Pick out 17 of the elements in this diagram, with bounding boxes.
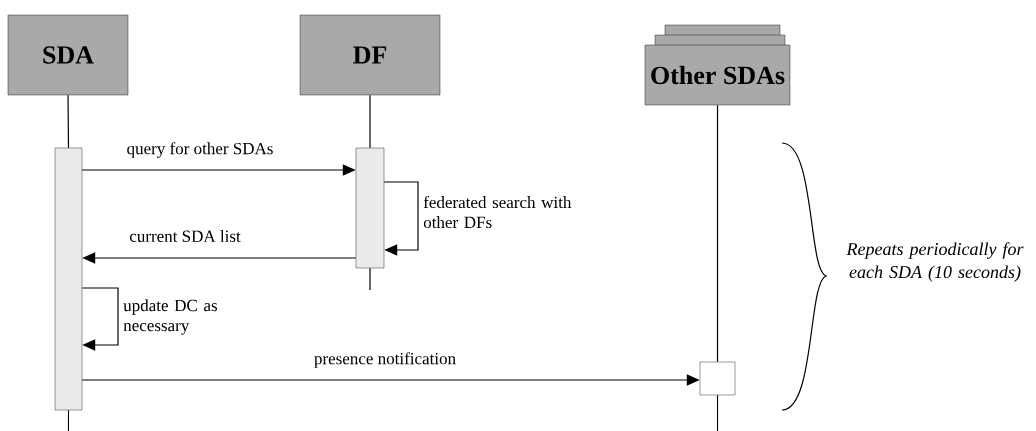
stacked-header-box: Other SDAs [644,24,791,106]
lifeline-header-box: SDA [7,14,129,96]
edge-label: presence notification [314,352,456,368]
lifeline [67,94,70,149]
self-message-arrow [81,287,119,351]
lifeline-header-box: DF [299,14,441,96]
self-message-arrow [383,181,419,256]
edge-label: federated search with other DFs [423,195,572,229]
activation-bar [54,147,83,411]
lifeline [716,104,719,363]
activation-bar [355,147,385,269]
edge-label: current SDA list [129,230,241,242]
edge-label: update DC as necessary [123,299,217,335]
lifeline [369,94,371,149]
activation-box [699,361,736,396]
note-text: Repeats periodically for each SDA (10 seconds) [846,242,1024,282]
edge-label: query for other SDAs [127,142,273,158]
